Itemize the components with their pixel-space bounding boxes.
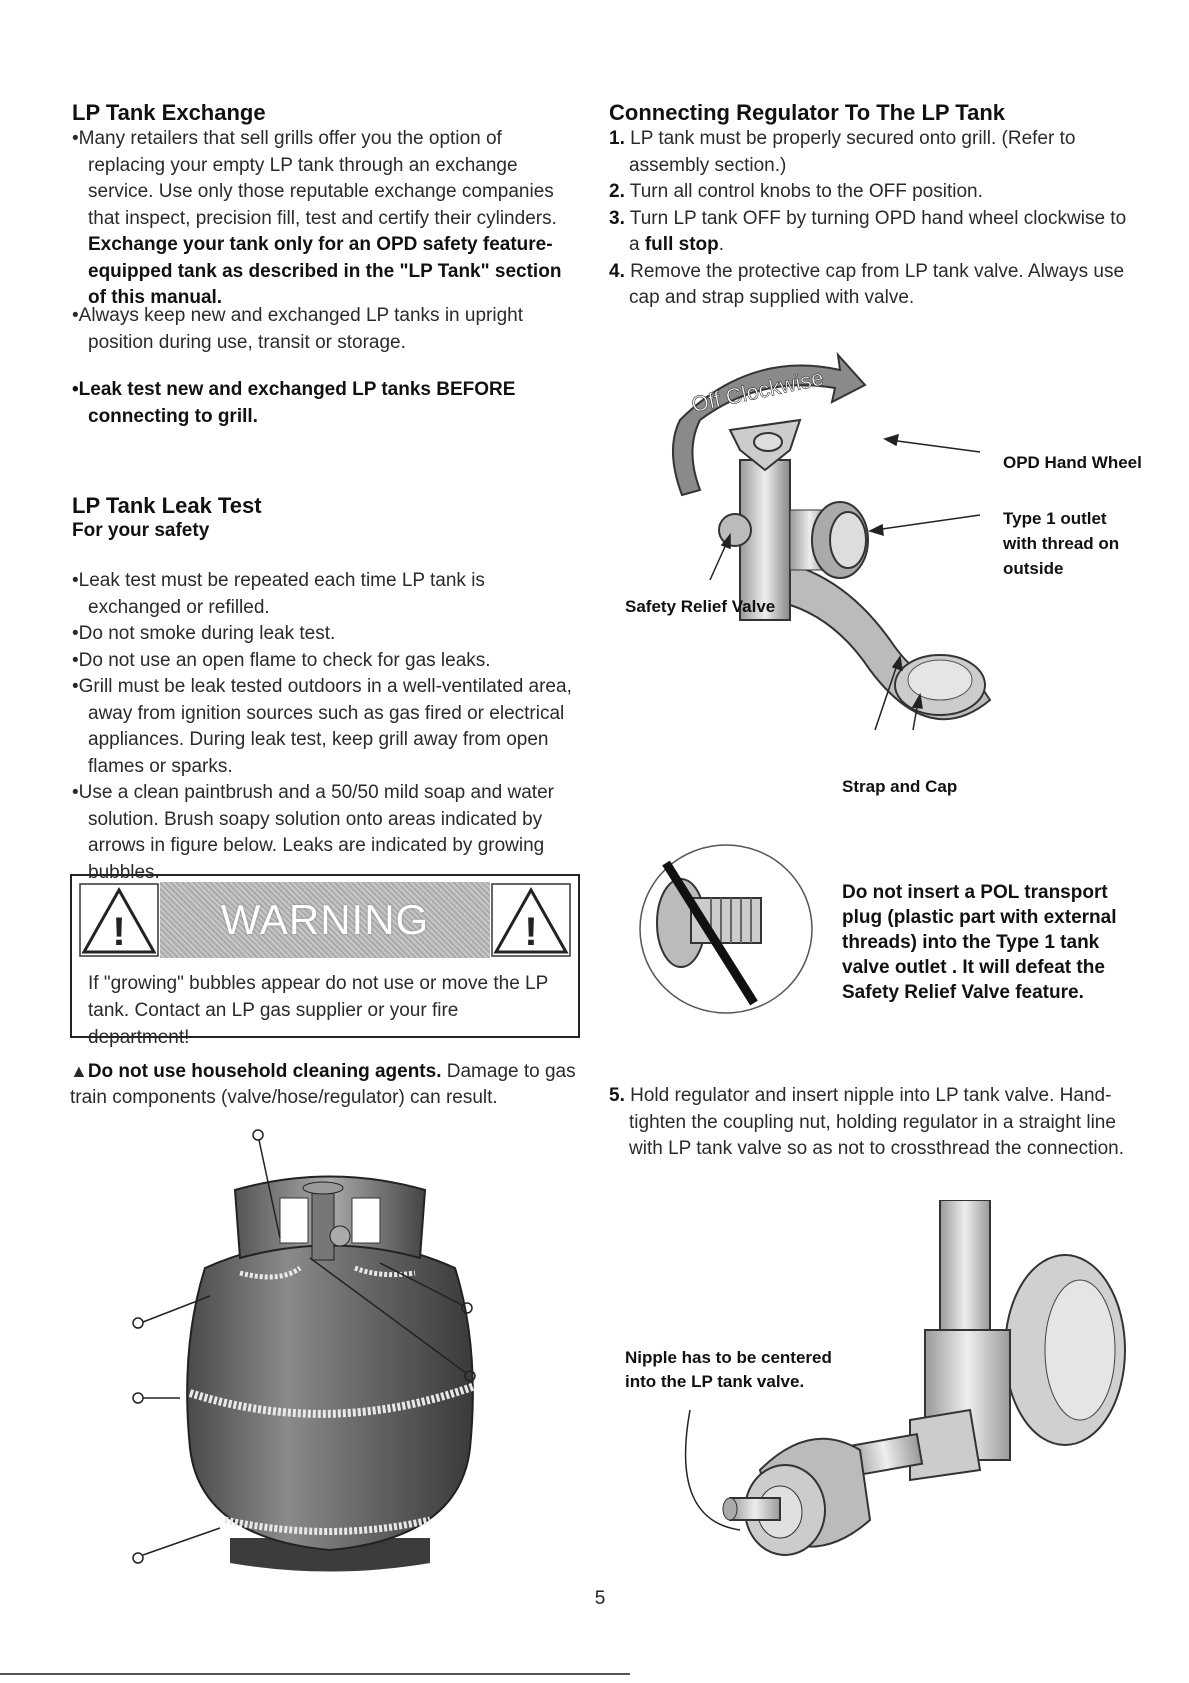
- exchange-bold-text: Exchange your tank only for an OPD safet…: [88, 234, 562, 308]
- type1-outlet-label: Type 1 outlet with thread on outside: [1003, 509, 1120, 578]
- step-bold-text: full stop: [644, 234, 719, 255]
- step-number: 1.: [609, 128, 625, 149]
- lp-tank-illustration: [132, 1129, 477, 1572]
- warning-banner: ! WARNING !: [78, 882, 572, 958]
- opd-valve-illustration: Off Clockwise: [671, 351, 992, 731]
- svg-text:!: !: [112, 910, 125, 954]
- step-text: Remove the protective cap from LP tank v…: [629, 260, 1125, 309]
- warning-text: If "growing" bubbles appear do not use o…: [88, 973, 548, 1048]
- pol-plug-warning: Do not insert a POL transport plug (plas…: [842, 882, 1117, 1003]
- leak-bullet: •Grill must be leak tested outdoors in a…: [72, 676, 572, 777]
- svg-text:!: !: [524, 910, 537, 954]
- nipple-centered-label: Nipple has to be centered into the LP ta…: [625, 1348, 832, 1391]
- leak-bullet: •Leak test must be repeated each time LP…: [72, 570, 485, 618]
- step-item: 5. Hold regulator and insert nipple into…: [609, 1083, 1129, 1163]
- step-number: 3.: [609, 207, 625, 229]
- warning-title: WARNING: [220, 896, 430, 943]
- warning-triangle-icon: !: [78, 882, 160, 958]
- leak-bullet: •Do not smoke during leak test.: [72, 623, 336, 644]
- caution-bold-text: Do not use household cleaning agents.: [87, 1061, 442, 1082]
- leak-test-title: LP Tank Leak Test: [72, 493, 262, 518]
- caution-triangle-icon: ▲: [70, 1061, 88, 1081]
- step-text: Turn LP tank OFF by turning OPD hand whe…: [629, 207, 1127, 256]
- no-pol-plug-icon: [639, 844, 813, 1014]
- cleaning-caution: ▲Do not use household cleaning agents. D…: [70, 1058, 580, 1111]
- upright-paragraph: •Always keep new and exchanged LP tanks …: [72, 303, 572, 356]
- step-number: 5.: [609, 1085, 625, 1106]
- leak-before-connect-text: •Leak test new and exchanged LP tanks BE…: [72, 379, 516, 427]
- step-item: 3. Turn LP tank OFF by turning OPD hand …: [609, 206, 1129, 259]
- warning-box: ! WARNING ! If "growing" bubbles appear …: [70, 874, 580, 1048]
- leak-bullet: •Do not use an open flame to check for g…: [72, 649, 491, 671]
- step-number: 2.: [609, 181, 625, 202]
- caution-text: Damage to gas train components (valve/ho…: [70, 1061, 576, 1108]
- strap-and-cap-label: Strap and Cap: [842, 777, 958, 796]
- step-number: 4.: [609, 260, 625, 282]
- step-text: Hold regulator and insert nipple into LP…: [629, 1085, 1124, 1159]
- leak-test-subtitle: For your safety: [72, 520, 210, 541]
- upright-text: •Always keep new and exchanged LP tanks …: [72, 305, 523, 353]
- opd-hand-wheel-label: OPD Hand Wheel: [1003, 453, 1142, 472]
- step-5: 5. Hold regulator and insert nipple into…: [609, 1083, 1129, 1163]
- safety-relief-valve-label: Safety Relief Valve: [625, 597, 776, 616]
- leak-before-connect-paragraph: •Leak test new and exchanged LP tanks BE…: [72, 377, 542, 430]
- bottom-rule: [0, 1673, 630, 1675]
- step-text: LP tank must be properly secured onto gr…: [629, 128, 1076, 176]
- lp-tank-exchange-title: LP Tank Exchange: [72, 100, 266, 125]
- step-tail: .: [718, 234, 725, 255]
- step-item: 4. Remove the protective cap from LP tan…: [609, 259, 1129, 312]
- regulator-illustration: [684, 1200, 1126, 1556]
- step-item: 2. Turn all control knobs to the OFF pos…: [609, 179, 1129, 206]
- page-number: 5: [594, 1588, 606, 1609]
- connect-steps: 1. LP tank must be properly secured onto…: [609, 126, 1129, 312]
- leak-test-list: •Leak test must be repeated each time LP…: [72, 568, 577, 886]
- exchange-paragraph: •Many retailers that sell grills offer y…: [72, 126, 572, 312]
- connect-regulator-title: Connecting Regulator To The LP Tank: [609, 100, 1006, 125]
- warning-triangle-icon: !: [490, 882, 572, 958]
- step-item: 1. LP tank must be properly secured onto…: [609, 126, 1129, 179]
- leak-bullet: •Use a clean paintbrush and a 50/50 mild…: [72, 782, 554, 883]
- exchange-text: •Many retailers that sell grills offer y…: [72, 128, 557, 229]
- step-text: Turn all control knobs to the OFF positi…: [629, 181, 983, 202]
